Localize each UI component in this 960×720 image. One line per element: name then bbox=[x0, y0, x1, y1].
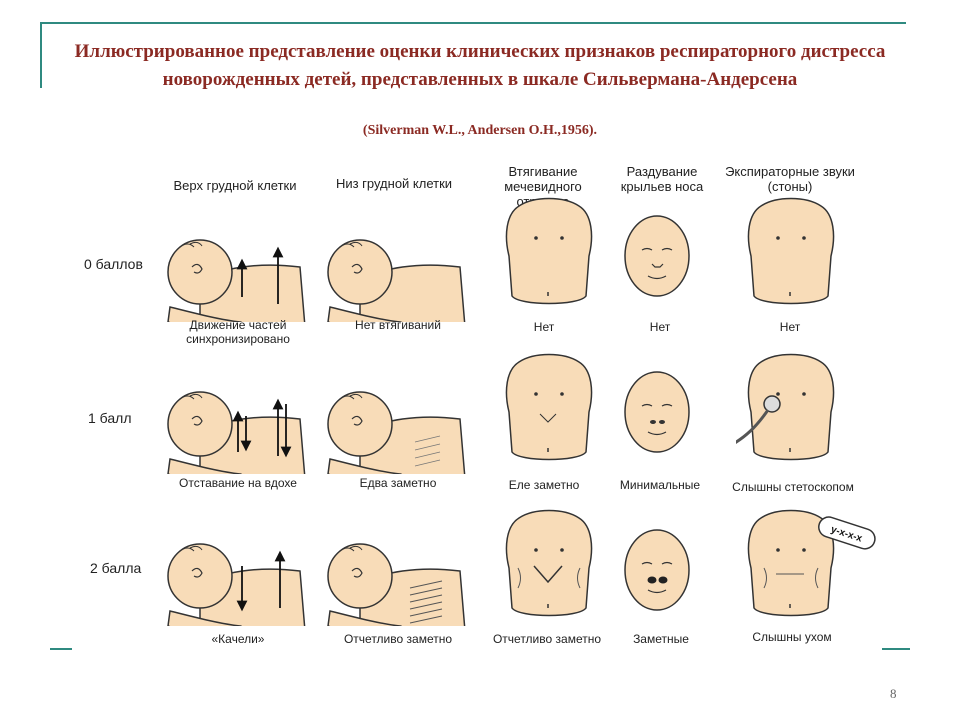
baby-lower-chest-2 bbox=[320, 516, 470, 626]
caption-1-xiphoid: Еле заметно bbox=[494, 478, 594, 492]
slide-subtitle: (Silverman W.L., Andersen O.H.,1956). bbox=[60, 123, 900, 139]
baby-upper-chest-2 bbox=[160, 516, 310, 626]
column-header-upper-chest: Верх грудной клетки bbox=[160, 178, 310, 193]
torso-xiphoid-2 bbox=[494, 508, 604, 623]
torso-xiphoid-1 bbox=[494, 352, 604, 467]
baby-upper-chest-1 bbox=[160, 364, 310, 474]
caption-2-lower-chest: Отчетливо заметно bbox=[330, 632, 466, 646]
slide-title: Иллюстрированное представление оценки кл… bbox=[60, 38, 900, 94]
column-header-nasal-flaring: Раздувание крыльев носа bbox=[614, 164, 710, 194]
caption-0-xiphoid: Нет bbox=[494, 320, 594, 334]
torso-grunting-1 bbox=[736, 352, 846, 467]
caption-0-nasal-flaring: Нет bbox=[620, 320, 700, 334]
page-number: 8 bbox=[890, 686, 897, 702]
baby-lower-chest-1 bbox=[320, 364, 470, 474]
frame-line-bottom-left bbox=[50, 648, 72, 650]
frame-line-bottom-right bbox=[882, 648, 910, 650]
row-score-1: 1 балл bbox=[88, 410, 132, 426]
row-score-0: 0 баллов bbox=[84, 256, 143, 272]
column-header-grunting: Экспираторные звуки (стоны) bbox=[724, 164, 856, 194]
face-nose-1 bbox=[622, 370, 694, 460]
frame-line-top bbox=[40, 22, 906, 24]
caption-1-lower-chest: Едва заметно bbox=[330, 476, 466, 490]
torso-xiphoid-0 bbox=[494, 196, 604, 311]
caption-2-xiphoid: Отчетливо заметно bbox=[484, 632, 610, 646]
caption-0-grunting: Нет bbox=[740, 320, 840, 334]
baby-lower-chest-0 bbox=[320, 212, 470, 322]
caption-0-upper-chest: Движение частей синхронизировано bbox=[170, 318, 306, 346]
face-nose-2 bbox=[622, 528, 694, 618]
caption-1-upper-chest: Отставание на вдохе bbox=[170, 476, 306, 490]
caption-1-grunting: Слышны стетоскопом bbox=[728, 480, 858, 494]
caption-0-lower-chest: Нет втягиваний bbox=[330, 318, 466, 332]
torso-grunting-0 bbox=[736, 196, 846, 311]
caption-1-nasal-flaring: Минимальные bbox=[612, 478, 708, 492]
column-header-lower-chest: Низ грудной клетки bbox=[322, 176, 466, 191]
caption-2-nasal-flaring: Заметные bbox=[616, 632, 706, 646]
caption-2-grunting: Слышны ухом bbox=[740, 630, 844, 644]
torso-grunting-2: у-х-х-х bbox=[736, 508, 876, 623]
face-nose-0 bbox=[622, 214, 694, 304]
row-score-2: 2 балла bbox=[90, 560, 141, 576]
frame-line-left bbox=[40, 22, 42, 88]
baby-upper-chest-0 bbox=[160, 212, 310, 322]
caption-2-upper-chest: «Качели» bbox=[170, 632, 306, 646]
